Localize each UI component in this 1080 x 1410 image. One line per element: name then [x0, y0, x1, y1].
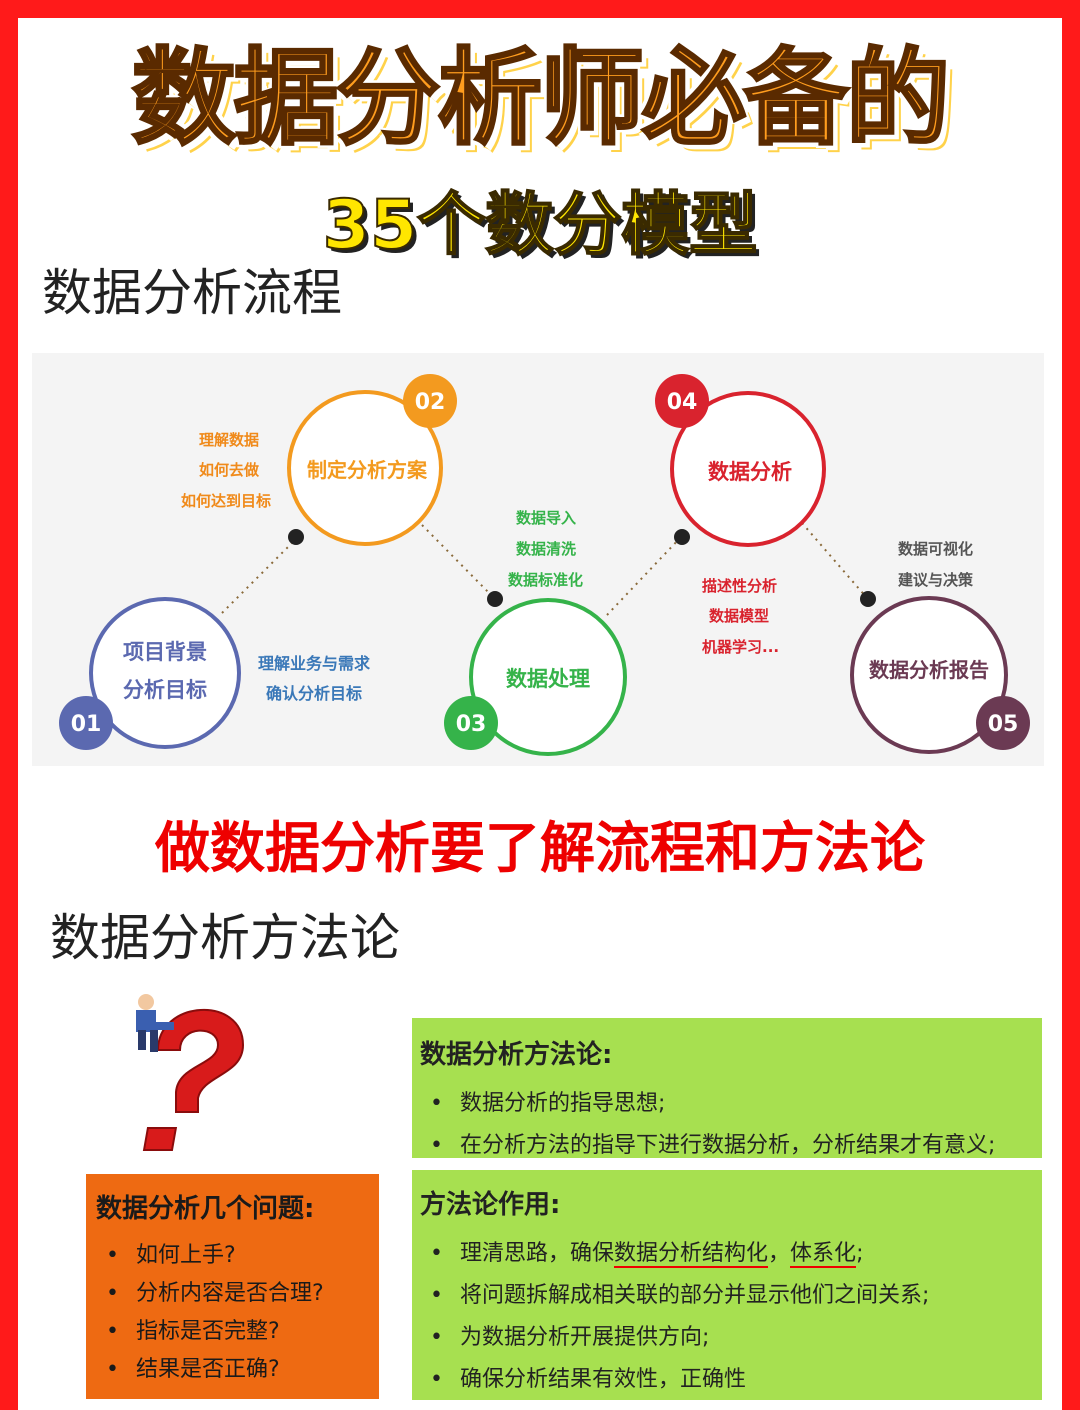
main-title: 数据分析师必备的: [130, 37, 951, 160]
step-02-note-3: 如何达到目标: [181, 492, 271, 510]
role-item-text-post: ;: [856, 1241, 864, 1266]
methodology-item: 数据分析的指导思想;: [430, 1083, 1032, 1125]
step-01-number: 01: [71, 712, 102, 737]
role-item: 理清思路，确保数据分析结构化，体系化;: [430, 1233, 1032, 1275]
step-03-number: 03: [456, 712, 487, 737]
role-box-title: 方法论作用:: [420, 1190, 561, 1220]
step-02-circle: [287, 390, 443, 546]
connector-dot-2: [487, 591, 503, 607]
role-item-text-mid: ，: [768, 1241, 791, 1266]
divider-text: 做数据分析要了解流程和方法论: [154, 816, 925, 880]
questions-box: 数据分析几个问题: 如何上手? 分析内容是否合理? 指标是否完整? 结果是否正确…: [86, 1174, 379, 1399]
step-03-badge: [444, 696, 498, 750]
step-01-label-2: 分析目标: [123, 678, 207, 702]
step-03-label: 数据处理: [506, 667, 590, 691]
process-flow-svg: 项目背景 分析目标 01 理解业务与需求 确认分析目标 制定分析方案 02 理解…: [59, 374, 1030, 756]
questions-list: 如何上手? 分析内容是否合理? 指标是否完整? 结果是否正确?: [96, 1237, 369, 1389]
step-05-badge: [976, 696, 1030, 750]
step-04-label: 数据分析: [708, 460, 792, 484]
step-03-note-1: 数据导入: [516, 509, 576, 527]
methodology-role-box: 方法论作用: 理清思路，确保数据分析结构化，体系化; 将问题拆解成相关联的部分并…: [412, 1170, 1042, 1401]
process-flow-diagram: 项目背景 分析目标 01 理解业务与需求 确认分析目标 制定分析方案 02 理解…: [32, 353, 1044, 766]
question-item: 分析内容是否合理?: [106, 1275, 369, 1313]
connector-2-3: [421, 524, 495, 599]
question-item: 如何上手?: [106, 1237, 369, 1275]
step-04-note-3: 机器学习...: [702, 638, 779, 656]
step-01-note-1: 理解业务与需求: [258, 654, 371, 673]
role-item-underlined-systematic: 体系化: [790, 1241, 857, 1268]
step-04-note-2: 数据模型: [709, 607, 769, 625]
role-list: 理清思路，确保数据分析结构化，体系化; 将问题拆解成相关联的部分并显示他们之间关…: [420, 1233, 1032, 1401]
connector-3-4: [606, 537, 681, 616]
question-mark-person-illustration: [136, 994, 245, 1151]
step-02-label: 制定分析方案: [307, 458, 428, 482]
questions-box-title: 数据分析几个问题:: [96, 1194, 315, 1224]
methodology-item: 在分析方法的指导下进行数据分析，分析结果才有意义;: [430, 1125, 1032, 1167]
connector-dot-1: [288, 529, 304, 545]
step-02-note-2: 如何去做: [199, 461, 260, 479]
step-02-note-1: 理解数据: [199, 431, 259, 449]
role-item-text-pre: 理清思路，确保: [460, 1241, 615, 1266]
question-item: 结果是否正确?: [106, 1351, 369, 1389]
step-01-circle: [89, 597, 241, 749]
connector-dot-3: [674, 529, 690, 545]
connector-dot-4: [860, 591, 876, 607]
connector-4-5: [801, 522, 868, 599]
step-03-note-3: 数据标准化: [508, 571, 583, 589]
poster-content: 数据分析师必备的 35个数分模型 数据分析流程 项目背景 分析目标 01: [18, 18, 1062, 1410]
step-03-circle: [469, 598, 627, 756]
methodology-list: 数据分析的指导思想; 在分析方法的指导下进行数据分析，分析结果才有意义;: [420, 1083, 1032, 1167]
role-item: 为数据分析开展提供方向;: [430, 1317, 1032, 1359]
step-01-note-2: 确认分析目标: [266, 684, 362, 703]
step-03-note-2: 数据清洗: [516, 540, 576, 558]
step-02-number: 02: [415, 390, 446, 415]
methodology-box: 数据分析方法论: 数据分析的指导思想; 在分析方法的指导下进行数据分析，分析结果…: [412, 1018, 1042, 1167]
step-02-badge: [403, 374, 457, 428]
step-04-note-1: 描述性分析: [702, 577, 777, 595]
methodology-box-title: 数据分析方法论:: [420, 1040, 613, 1070]
step-04-circle: [670, 391, 826, 547]
role-item: 将问题拆解成相关联的部分并显示他们之间关系;: [430, 1275, 1032, 1317]
step-04-badge: [655, 374, 709, 428]
section-heading-process: 数据分析流程: [42, 264, 342, 322]
sub-title: 35个数分模型: [322, 185, 759, 266]
step-01-badge: [59, 696, 113, 750]
step-05-label: 数据分析报告: [869, 658, 989, 682]
step-05-number: 05: [988, 712, 1019, 737]
section-heading-methodology: 数据分析方法论: [50, 909, 400, 967]
question-item: 指标是否完整?: [106, 1313, 369, 1351]
step-05-note-2: 建议与决策: [898, 571, 974, 589]
step-04-number: 04: [667, 390, 698, 415]
connector-1-2: [221, 537, 298, 614]
role-item: 确保分析结果有效性，正确性: [430, 1359, 1032, 1401]
role-item-underlined-structured: 数据分析结构化: [614, 1241, 769, 1268]
step-05-note-1: 数据可视化: [898, 540, 973, 558]
step-01-label-1: 项目背景: [123, 640, 207, 664]
step-05-circle: [850, 596, 1008, 754]
